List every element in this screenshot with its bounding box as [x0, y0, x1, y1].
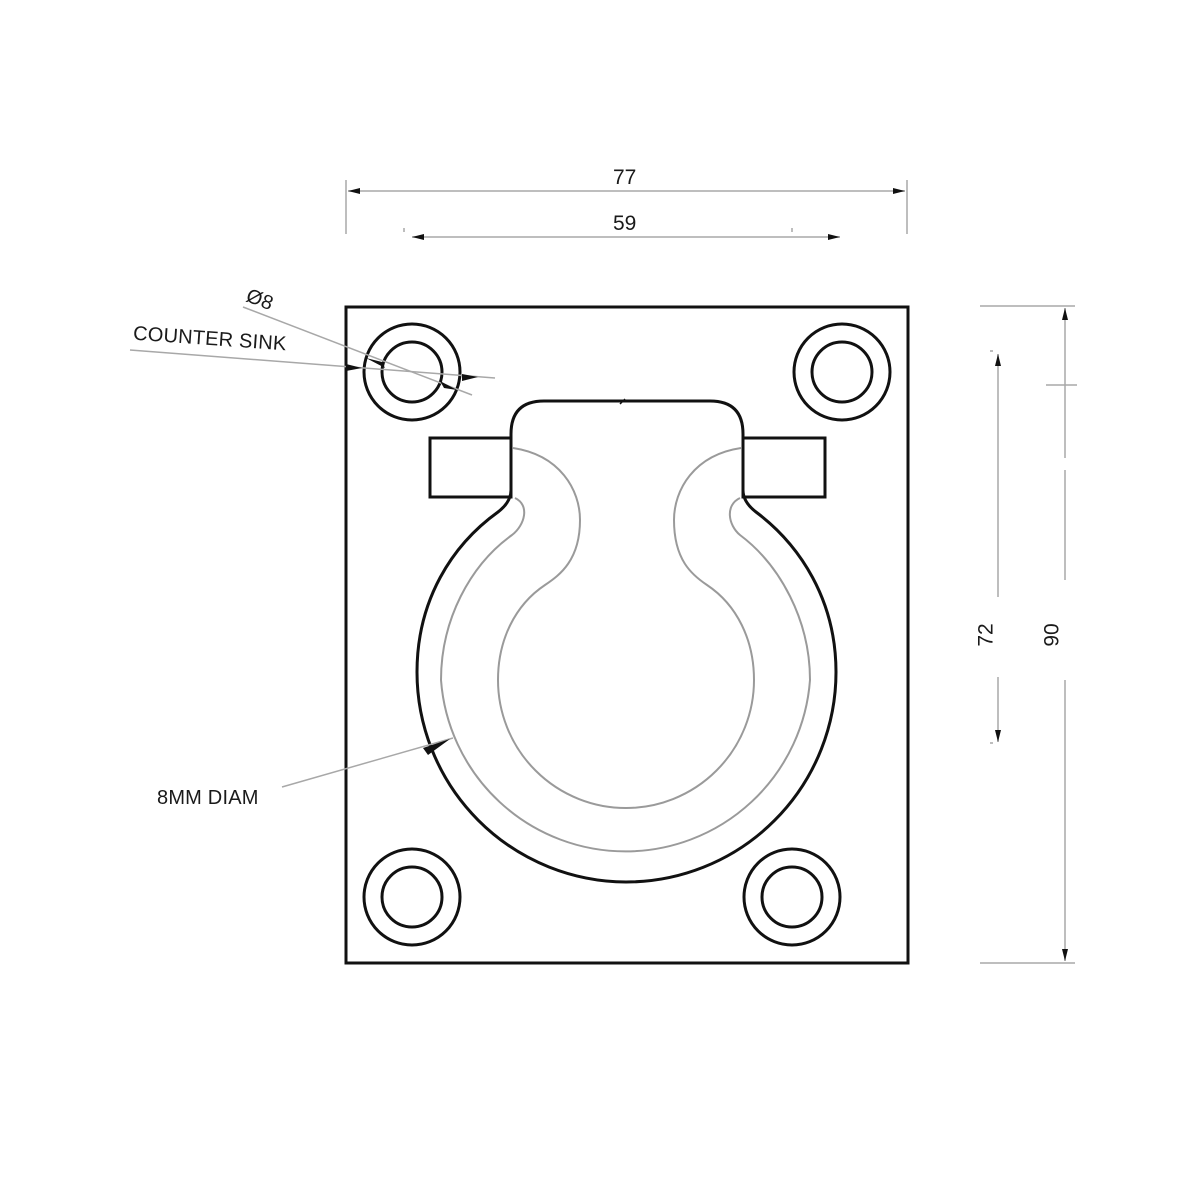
- hinge-block-left: [428, 436, 513, 499]
- overall-height-label: 90: [1040, 623, 1064, 647]
- screw-hole-bottom-right: [742, 847, 842, 947]
- hinge-block-right: [741, 436, 827, 499]
- screw-hole-top-left: [362, 322, 462, 422]
- dimension-hole-spacing-width: [403, 228, 840, 240]
- dimension-overall-height: [980, 305, 1077, 964]
- ring-inner-edge: [496, 447, 756, 809]
- overall-width-label: 77: [613, 166, 637, 189]
- dimension-hole-spacing-height: [990, 350, 1001, 744]
- hole-spacing-height-label: 72: [974, 623, 998, 647]
- tab-center-mark: [619, 398, 626, 405]
- counter-sink-arrow-right: [462, 374, 478, 381]
- hole-diameter-arrow-right: [440, 381, 457, 390]
- counter-sink-leader: [129, 349, 496, 379]
- screw-hole-top-right: [792, 322, 892, 422]
- base-plate: [344, 305, 910, 965]
- ring-diameter-arrow: [423, 739, 450, 755]
- ring-diameter-leader: [281, 737, 454, 788]
- ring-diameter-label: 8MM DIAM: [157, 787, 259, 809]
- dimension-overall-width: [345, 180, 908, 234]
- recess-outline: [415, 399, 838, 884]
- hole-diameter-leader: [242, 306, 473, 396]
- hole-spacing-width-label: 59: [613, 212, 637, 235]
- screw-hole-bottom-left: [362, 847, 462, 947]
- ring-outer-edge: [439, 497, 812, 853]
- counter-sink-arrow-left: [346, 364, 362, 371]
- hole-diameter-arrow-left: [366, 358, 385, 368]
